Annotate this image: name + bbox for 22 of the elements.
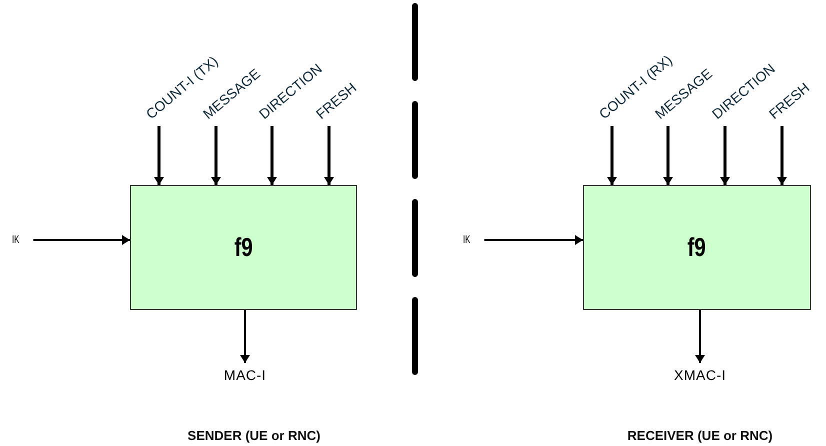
caption-text: SENDER (UE or RNC) (188, 428, 320, 443)
arrow (324, 126, 334, 185)
output-label: MAC-I (224, 367, 266, 383)
arrow (211, 126, 221, 185)
arrow (695, 310, 705, 363)
arrow (663, 126, 673, 185)
input-label: IK (463, 234, 470, 246)
arrow (240, 310, 250, 363)
arrow (607, 126, 617, 185)
output-label: XMAC-I (674, 367, 726, 383)
function-label: f9 (234, 232, 253, 263)
input-label: IK (12, 234, 20, 246)
arrow (267, 126, 277, 185)
function-box (130, 185, 357, 310)
arrow (720, 126, 730, 185)
arrow (484, 235, 583, 245)
function-box (583, 185, 811, 310)
arrow (33, 235, 130, 245)
caption-text: RECEIVER (UE or RNC) (627, 428, 773, 443)
arrow (777, 126, 787, 185)
arrow (154, 126, 164, 185)
function-label: f9 (688, 232, 706, 263)
